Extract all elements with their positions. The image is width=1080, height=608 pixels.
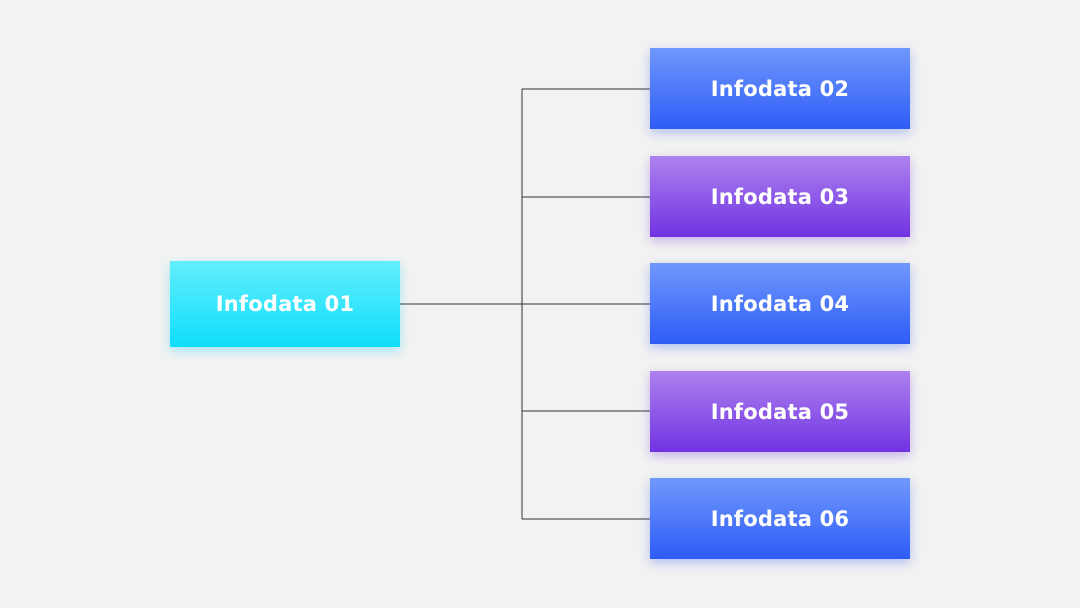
node-infodata-06: Infodata 06	[650, 478, 910, 559]
node-infodata-05: Infodata 05	[650, 371, 910, 452]
node-label: Infodata 02	[710, 76, 850, 101]
node-label: Infodata 04	[710, 291, 850, 316]
node-infodata-04: Infodata 04	[650, 263, 910, 344]
node-infodata-02: Infodata 02	[650, 48, 910, 129]
node-label: Infodata 05	[710, 399, 850, 424]
node-label: Infodata 03	[710, 184, 850, 209]
node-infodata-03: Infodata 03	[650, 156, 910, 237]
node-infodata-01: Infodata 01	[170, 261, 400, 347]
node-label: Infodata 01	[215, 292, 355, 316]
node-label: Infodata 06	[710, 506, 850, 531]
